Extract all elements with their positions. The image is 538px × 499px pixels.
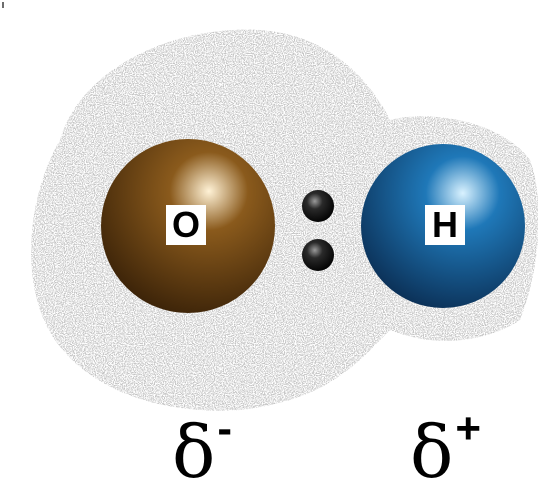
positive-sign: + [455, 404, 482, 453]
delta-symbol-o: δ [172, 410, 216, 494]
cloud-body [31, 29, 538, 411]
delta-symbol-h: δ [410, 410, 454, 494]
electron-dot-bottom [302, 239, 334, 271]
partial-negative-charge: δ- [172, 404, 232, 499]
oxygen-label: O [166, 205, 206, 245]
hydrogen-label: H [425, 205, 465, 245]
electron-dot-top [302, 190, 334, 222]
partial-positive-charge: δ+ [410, 404, 481, 499]
negative-sign: - [217, 404, 233, 453]
electron-cloud [31, 29, 538, 411]
corner-mark [2, 2, 4, 8]
